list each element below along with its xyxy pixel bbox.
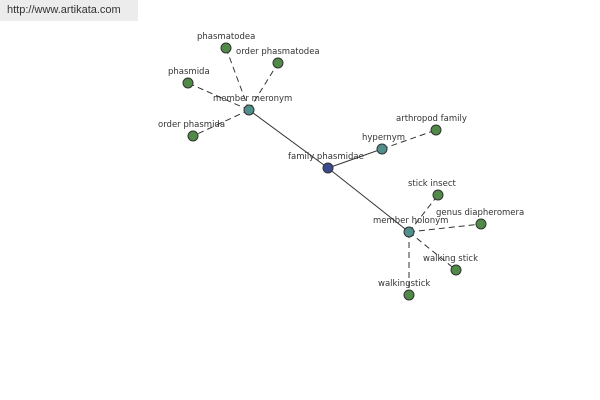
- url-link[interactable]: http://www.artikata.com: [7, 4, 121, 16]
- node-label-hyp: hypernym: [362, 133, 405, 143]
- node-label-phasmatodea: phasmatodea: [197, 32, 255, 42]
- node-walking-stick-2[interactable]: [403, 289, 415, 301]
- node-genus-diapheromera[interactable]: [475, 218, 487, 230]
- node-label-genus-diapheromera: genus diapheromera: [436, 208, 524, 218]
- node-label-arthropod-family: arthropod family: [396, 114, 467, 124]
- node-label-mh: member holonym: [373, 216, 448, 226]
- node-mh[interactable]: [403, 226, 415, 238]
- node-order-phasmatodea[interactable]: [272, 57, 284, 69]
- node-root[interactable]: [322, 162, 334, 174]
- url-banner: http://www.artikata.com: [0, 0, 138, 21]
- nodes-layer: [182, 42, 487, 301]
- node-label-walking-stick-1: walking stick: [423, 254, 478, 264]
- node-hyp[interactable]: [376, 143, 388, 155]
- node-mm[interactable]: [243, 104, 255, 116]
- node-phasmida[interactable]: [182, 77, 194, 89]
- node-label-phasmida: phasmida: [168, 67, 210, 77]
- edge-root-mh: [327, 167, 410, 233]
- node-label-stick-insect: stick insect: [408, 179, 457, 189]
- node-label-order-phasmatodea: order phasmatodea: [236, 47, 320, 57]
- node-walking-stick-1[interactable]: [450, 264, 462, 276]
- node-label-order-phasmida: order phasmida: [158, 120, 225, 130]
- edge-mh-stick-insect: [408, 194, 439, 233]
- node-order-phasmida[interactable]: [187, 130, 199, 142]
- edges-layer: [187, 47, 482, 295]
- edge-mm-order-phasmida: [192, 109, 250, 137]
- node-phasmatodea[interactable]: [220, 42, 232, 54]
- labels-layer: family phasmidae member meronym hypernym me…: [158, 32, 524, 289]
- edge-root-mm: [248, 109, 329, 169]
- node-label-walking-stick-2: walkingstick: [378, 279, 430, 289]
- edge-mh-genus-diapheromera: [408, 223, 482, 233]
- node-label-mm: member meronym: [213, 94, 292, 104]
- node-stick-insect[interactable]: [432, 189, 444, 201]
- edge-mm-phasmatodea: [225, 47, 250, 111]
- edge-mm-phasmida: [187, 82, 250, 111]
- node-label-root: family phasmidae: [288, 152, 364, 162]
- edge-mh-walking-stick-1: [408, 231, 457, 271]
- node-arthropod-family[interactable]: [430, 124, 442, 136]
- edge-root-hyp: [327, 148, 383, 169]
